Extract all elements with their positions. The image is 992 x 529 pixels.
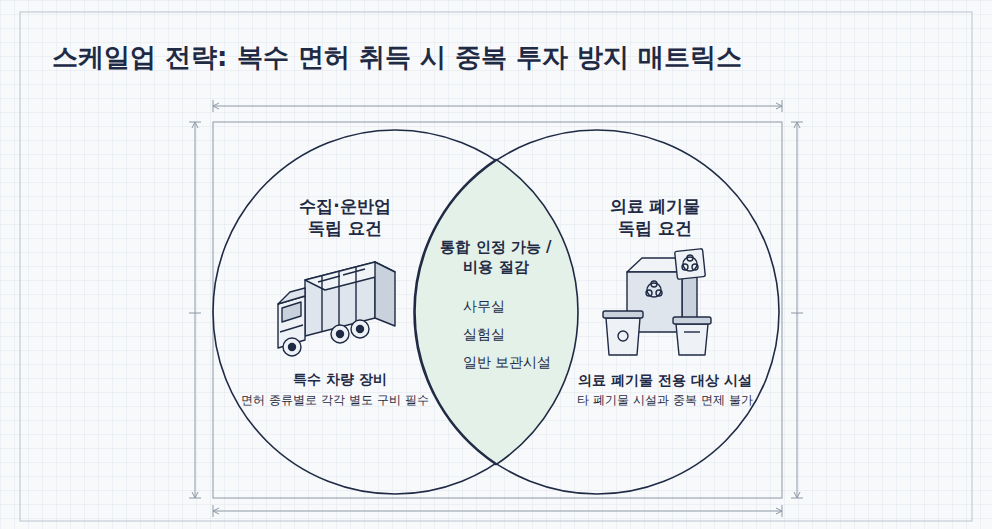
license-circle: 의료 폐기물 독립 요건의료 폐기물 전용 대상 시설타 폐기물 시설과 중복 … <box>414 129 780 495</box>
shared-item: 실험실 <box>463 326 505 344</box>
truck-illustration <box>278 262 395 356</box>
shared-item: 사무실 <box>463 298 505 316</box>
medical-facility-illustration <box>603 249 711 355</box>
venn-overlap <box>414 159 578 464</box>
venn-circle <box>415 130 779 494</box>
requirement-note: 면허 종류별로 각각 별도 구비 필수 <box>235 393 435 409</box>
circle-heading: 의료 폐기물 독립 요건 <box>595 195 715 239</box>
requirement-note: 타 폐기물 시설과 중복 면제 불가 <box>565 393 765 409</box>
requirement-title: 특수 차량 장비 <box>240 370 440 388</box>
venn-circle <box>213 130 577 494</box>
shared-heading: 통합 인정 가능 / 비용 절감 <box>426 238 566 277</box>
dimension-lines <box>189 100 803 517</box>
circle-heading: 수집·운반업 독립 요건 <box>285 195 405 239</box>
shared-lens: 통합 인정 가능 / 비용 절감사무실실험실일반 보관시설 <box>414 159 578 465</box>
requirement-title: 의료 폐기물 전용 대상 시설 <box>565 371 765 389</box>
shared-item: 일반 보관시설 <box>463 354 551 372</box>
page-frame <box>20 12 972 521</box>
circle-outline <box>414 129 780 495</box>
diagram-title: 스케일업 전략: 복수 면허 취득 시 중복 투자 방지 매트릭스 <box>52 40 742 75</box>
